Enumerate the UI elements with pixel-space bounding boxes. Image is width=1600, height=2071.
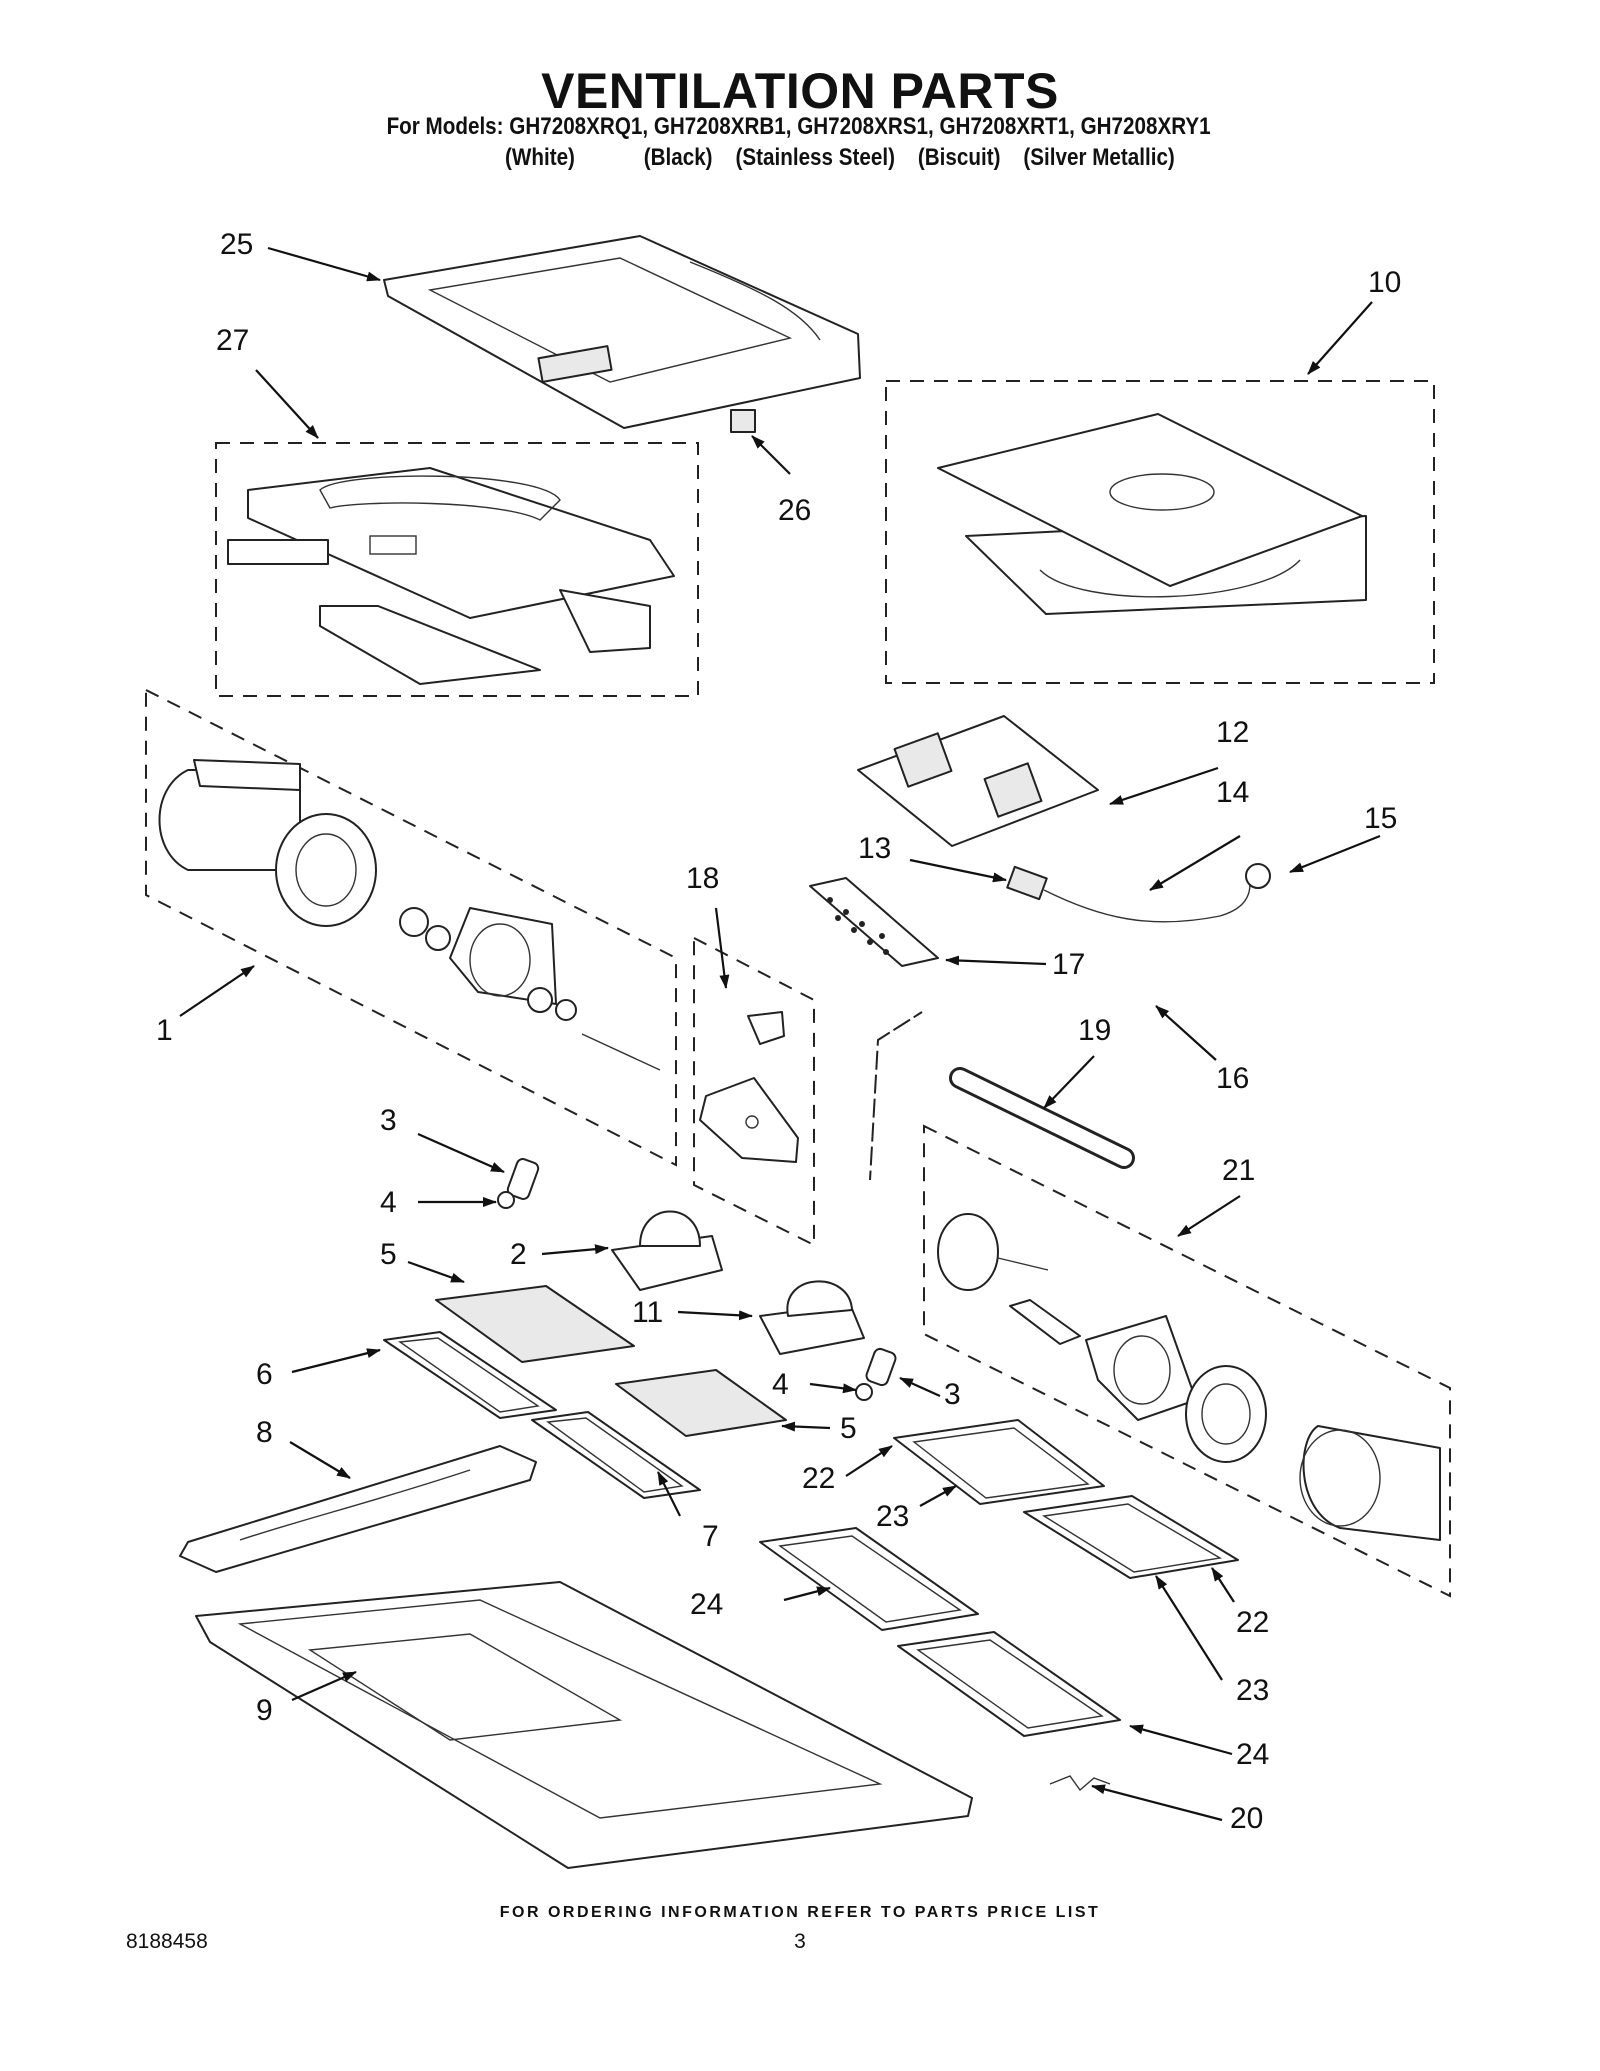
group-box-10: [885, 380, 1435, 684]
part-24-frame-a: [759, 1527, 979, 1631]
callout-21: 21: [1222, 1154, 1255, 1187]
group-box-1: [145, 688, 677, 1167]
part-19-roller: [949, 1067, 1135, 1169]
leader-arrows: [179, 246, 1381, 1822]
callout-3-right: 3: [944, 1378, 961, 1411]
callout-12: 12: [1216, 716, 1249, 749]
part-25-vent-cover: [383, 235, 861, 429]
part-17-grill-plate: [809, 877, 939, 967]
callout-5-left: 5: [380, 1238, 397, 1271]
callout-13: 13: [858, 832, 891, 865]
part-1-blower-assembly: [158, 759, 661, 1071]
ordering-note: FOR ORDERING INFORMATION REFER TO PARTS …: [499, 1904, 1101, 1921]
callout-3-left: 3: [380, 1104, 397, 1137]
callout-19: 19: [1078, 1014, 1111, 1047]
part-22-filter-frame-b: [1023, 1495, 1239, 1579]
part-21-motor-assembly: [937, 1213, 1441, 1541]
part-27-vent-plate: [227, 467, 675, 685]
callout-27: 27: [216, 324, 249, 357]
part-9-bottom-panel: [195, 1581, 973, 1869]
part-14-wire-harness: [1006, 863, 1271, 923]
callout-4-left: 4: [380, 1186, 397, 1219]
part-20-clip: [1049, 1775, 1111, 1792]
document-number: 8188458: [126, 1930, 208, 1953]
callout-14: 14: [1216, 776, 1249, 809]
part-18-bracket: [699, 1011, 799, 1163]
part-2-duct-collar: [611, 1210, 723, 1291]
part-8-rail: [179, 1445, 537, 1573]
callout-6: 6: [256, 1358, 273, 1391]
page-title: VENTILATION PARTS: [541, 63, 1059, 119]
callout-18: 18: [686, 862, 719, 895]
callout-10: 10: [1368, 266, 1401, 299]
callout-2: 2: [510, 1238, 527, 1271]
part-10-blower-cover: [937, 413, 1367, 615]
callout-11: 11: [632, 1296, 663, 1329]
callout-20: 20: [1230, 1802, 1263, 1835]
part-3-coupler: [506, 1158, 540, 1200]
callout-16: 16: [1216, 1062, 1249, 1095]
callout-22-left: 22: [802, 1462, 835, 1495]
callout-23-right: 23: [1236, 1674, 1269, 1707]
part-4-ring-right: [855, 1383, 873, 1401]
callout-17: 17: [1052, 948, 1085, 981]
model-colors-line: (White) (Black) (Stainless Steel) (Biscu…: [505, 144, 1175, 171]
callout-9: 9: [256, 1694, 273, 1727]
callout-1: 1: [156, 1014, 173, 1047]
callout-7: 7: [702, 1520, 719, 1553]
callout-8: 8: [256, 1416, 273, 1449]
models-line: For Models: GH7208XRQ1, GH7208XRB1, GH72…: [386, 113, 1211, 140]
callout-25: 25: [220, 228, 253, 261]
part-5-filter-b: [615, 1369, 787, 1437]
callout-5-right: 5: [840, 1412, 857, 1445]
group-box-21: [923, 1124, 1451, 1598]
page-number: 3: [794, 1930, 806, 1953]
part-5-filter-a: [435, 1285, 635, 1363]
group-box-27: [215, 442, 699, 697]
callout-26: 26: [778, 494, 811, 527]
callout-24-right: 24: [1236, 1738, 1269, 1771]
part-6-frame: [383, 1331, 557, 1419]
part-11-duct-collar: [759, 1280, 865, 1355]
part-22-filter-frame-a: [893, 1419, 1105, 1505]
part-3-coupler-right: [865, 1347, 897, 1387]
callout-24-left: 24: [690, 1588, 723, 1621]
callout-4-right: 4: [772, 1368, 789, 1401]
part-4-ring: [497, 1191, 515, 1209]
callout-22-right: 22: [1236, 1606, 1269, 1639]
group-box-divider: [869, 1011, 923, 1181]
part-24-frame-b: [897, 1631, 1121, 1737]
part-26-clip: [730, 409, 756, 433]
callout-23-left: 23: [876, 1500, 909, 1533]
callout-15: 15: [1364, 802, 1397, 835]
part-12-control-bracket: [857, 715, 1099, 847]
